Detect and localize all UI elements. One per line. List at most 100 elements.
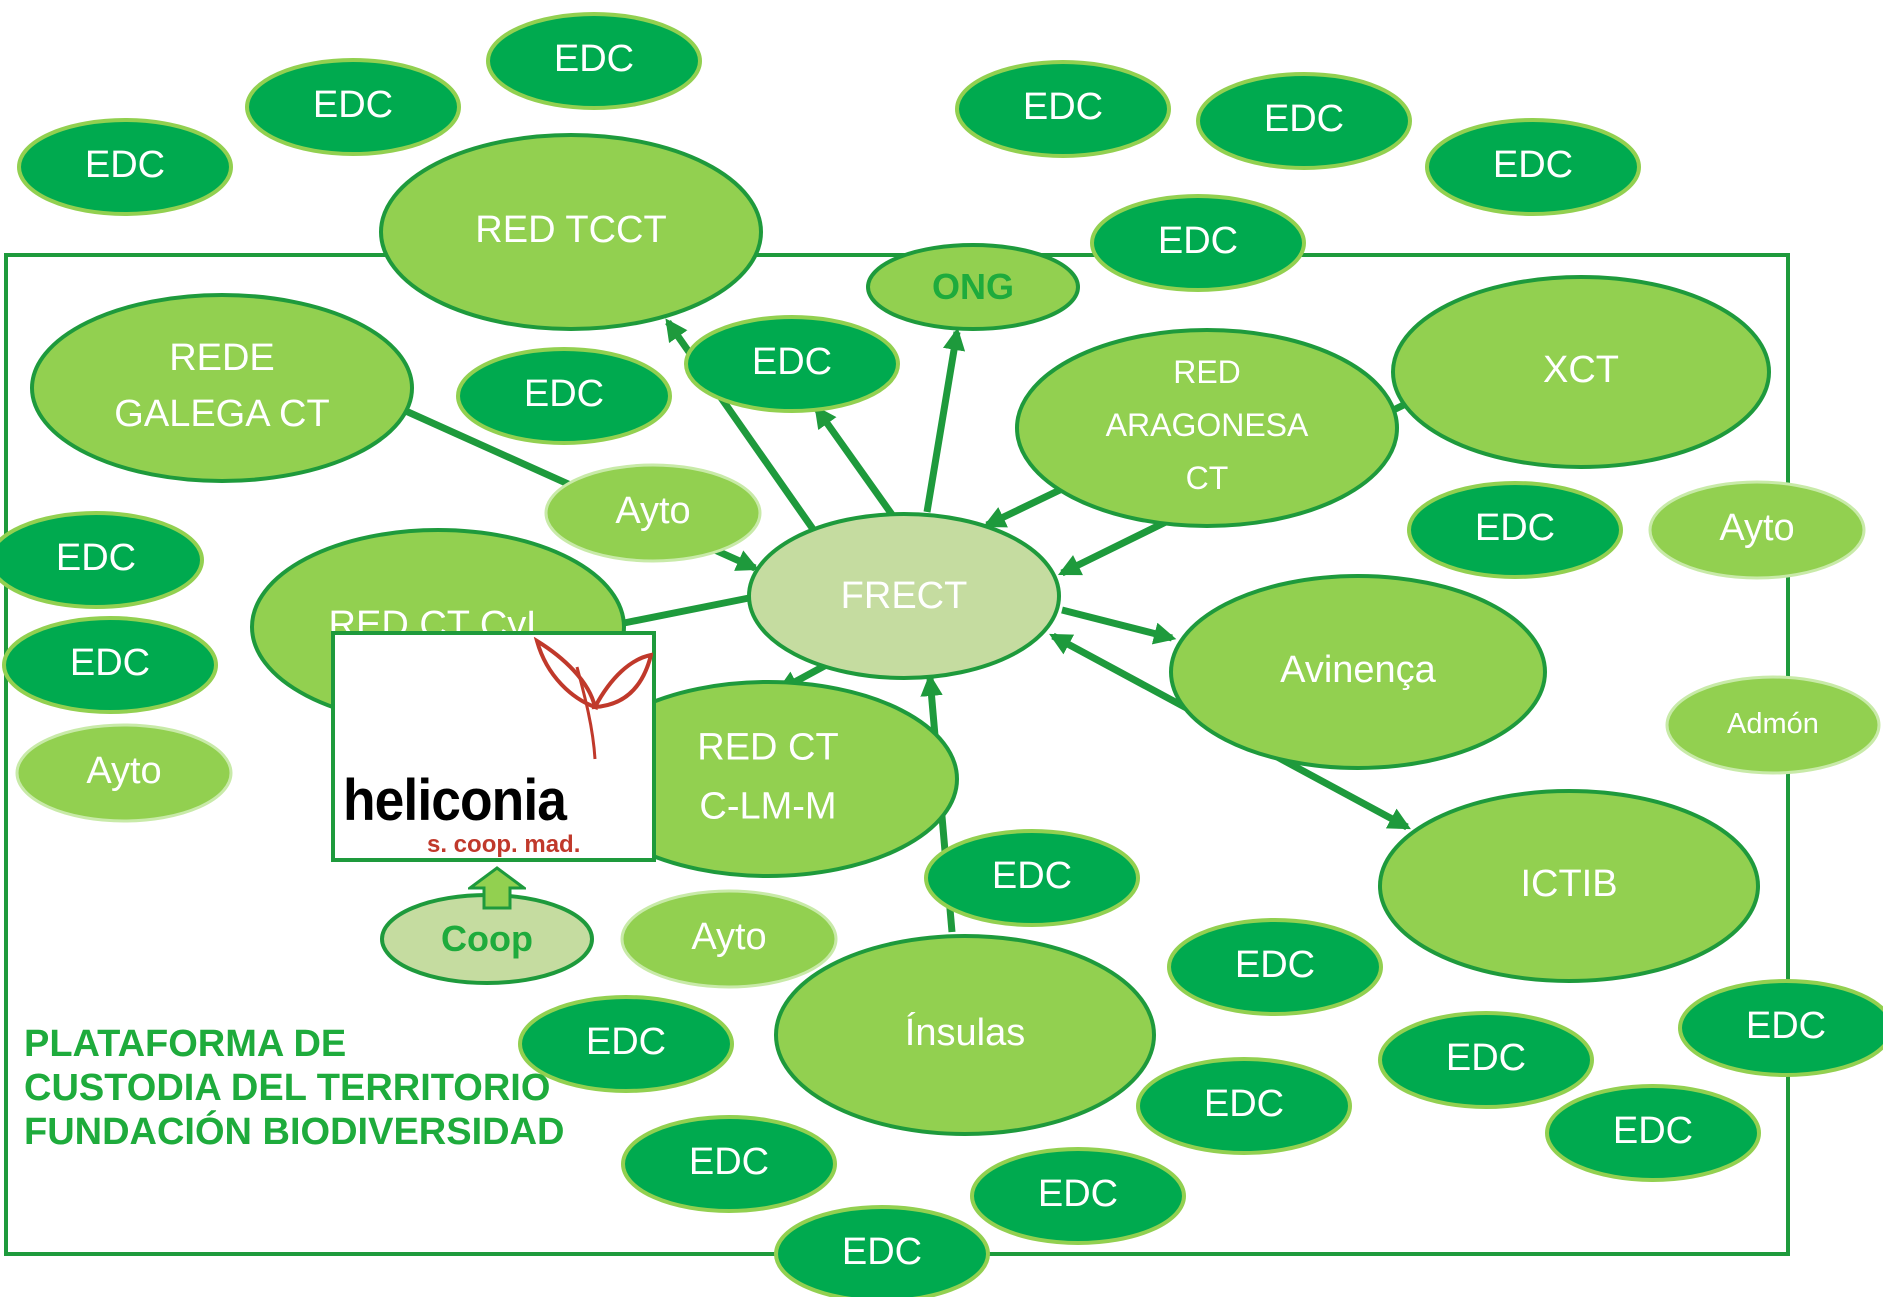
edc-label: EDC xyxy=(554,38,634,80)
platform-title-line: CUSTODIA DEL TERRITORIO xyxy=(24,1067,551,1109)
network-label-insulas-line: Ínsulas xyxy=(905,1011,1025,1054)
connector-aragonesa xyxy=(982,484,1066,529)
edc-label: EDC xyxy=(689,1141,769,1183)
edc-node xyxy=(1678,979,1883,1077)
edc-label-line: EDC xyxy=(992,855,1072,897)
network-label-red-tcct-line: RED TCCT xyxy=(475,209,666,251)
edc-label: EDC xyxy=(842,1231,922,1273)
network-label-red-aragonesa-line: RED xyxy=(1173,354,1241,390)
network-label-avinenca: Avinença xyxy=(1280,649,1437,691)
platform-title: PLATAFORMA DE CUSTODIA DEL TERRITORIO FU… xyxy=(24,1022,624,1154)
ayto-node xyxy=(544,463,762,563)
ayto-label-line: Ayto xyxy=(615,490,690,532)
edc-label-line: EDC xyxy=(842,1231,922,1273)
edc-node xyxy=(456,347,672,445)
edc-label-line: EDC xyxy=(524,373,604,415)
network-label-avinenca-line: Avinença xyxy=(1280,649,1437,691)
connector-cyl xyxy=(623,594,750,627)
connector-avinenca xyxy=(1061,606,1177,645)
edc-label: EDC xyxy=(1475,507,1555,549)
edc-label: EDC xyxy=(1204,1083,1284,1125)
edc-node xyxy=(621,1115,837,1213)
network-node-red-aragonesa xyxy=(1015,328,1399,528)
edc-label: EDC xyxy=(56,537,136,579)
network-label-red-ct-clmm: RED CT C-LM-M xyxy=(697,727,838,828)
edc-node xyxy=(245,58,461,156)
edc-label-line: EDC xyxy=(1613,1110,1693,1152)
edc-label-line: EDC xyxy=(70,642,150,684)
edc-node xyxy=(2,616,218,714)
ong-label-line: ONG xyxy=(932,266,1014,307)
edc-label: EDC xyxy=(1493,144,1573,186)
edc-node xyxy=(1407,481,1623,579)
edc-node xyxy=(486,12,702,110)
heliconia-logo: heliconia s. coop. mad. xyxy=(331,631,656,862)
ayto-label: Ayto xyxy=(691,916,766,958)
logo-brand: heliconia xyxy=(343,768,567,833)
edc-node xyxy=(1545,1084,1761,1182)
coop-label-line: Coop xyxy=(441,918,533,959)
platform-title-line: FUNDACIÓN BIODIVERSIDAD xyxy=(24,1111,565,1153)
ayto-label: Ayto xyxy=(86,750,161,792)
edc-label: EDC xyxy=(1038,1173,1118,1215)
edc-label-line: EDC xyxy=(1038,1173,1118,1215)
edc-label-line: EDC xyxy=(85,144,165,186)
edc-label-line: EDC xyxy=(1493,144,1573,186)
edc-label: EDC xyxy=(992,855,1072,897)
edc-label-line: EDC xyxy=(1475,507,1555,549)
edc-node xyxy=(1167,918,1383,1016)
edc-label: EDC xyxy=(70,642,150,684)
admon-label: Admón xyxy=(1727,708,1819,740)
network-label-xct: XCT xyxy=(1543,349,1619,391)
network-node-ictib xyxy=(1378,789,1760,983)
network-label-red-ct-clmm-line: C-LM-M xyxy=(699,786,836,828)
ayto-node xyxy=(1648,480,1866,580)
platform-title-line: PLATAFORMA DE xyxy=(24,1023,347,1065)
edc-label-line: EDC xyxy=(1158,220,1238,262)
connector-ong xyxy=(923,327,966,513)
ayto-node xyxy=(620,889,838,989)
network-label-red-ct-clmm-line: RED CT xyxy=(697,727,838,769)
network-label-ictib-line: ICTIB xyxy=(1520,863,1617,905)
ayto-label: Ayto xyxy=(1719,507,1794,549)
network-label-insulas: Ínsulas xyxy=(905,1011,1025,1054)
edc-label: EDC xyxy=(1746,1005,1826,1047)
network-node-insulas xyxy=(774,934,1156,1136)
edc-node xyxy=(684,315,900,413)
ayto-node xyxy=(15,723,233,823)
edc-label-line: EDC xyxy=(586,1021,666,1063)
admon-node xyxy=(1665,675,1881,775)
edc-node xyxy=(970,1147,1186,1245)
edc-node xyxy=(518,995,734,1093)
edc-label-line: EDC xyxy=(1023,86,1103,128)
ayto-label-line: Ayto xyxy=(691,916,766,958)
ong-label: ONG xyxy=(932,266,1014,307)
network-label-red-tcct: RED TCCT xyxy=(475,209,666,251)
frect-center-label: FRECT xyxy=(841,575,968,617)
admon-label-line: Admón xyxy=(1727,708,1819,740)
network-label-red-aragonesa-line: CT xyxy=(1186,460,1229,496)
network-node-red-tcct xyxy=(379,133,763,331)
edc-label-line: EDC xyxy=(1746,1005,1826,1047)
edc-node xyxy=(1378,1011,1594,1109)
edc-label-line: EDC xyxy=(689,1141,769,1183)
edc-node xyxy=(924,829,1140,927)
edc-label-line: EDC xyxy=(56,537,136,579)
edc-label: EDC xyxy=(752,341,832,383)
edc-label: EDC xyxy=(1446,1037,1526,1079)
edc-label: EDC xyxy=(1235,944,1315,986)
coop-label: Coop xyxy=(441,918,533,959)
heliconia-flower-icon xyxy=(533,637,653,760)
edc-label-line: EDC xyxy=(1446,1037,1526,1079)
edc-label: EDC xyxy=(85,144,165,186)
ayto-label-line: Ayto xyxy=(1719,507,1794,549)
edc-label: EDC xyxy=(524,373,604,415)
edc-label-line: EDC xyxy=(554,38,634,80)
network-node-avinenca xyxy=(1169,574,1547,770)
edc-label-line: EDC xyxy=(752,341,832,383)
network-label-ictib: ICTIB xyxy=(1520,863,1617,905)
network-label-rede-galega-line: GALEGA CT xyxy=(114,393,329,435)
frect-center-label-line: FRECT xyxy=(841,575,968,617)
